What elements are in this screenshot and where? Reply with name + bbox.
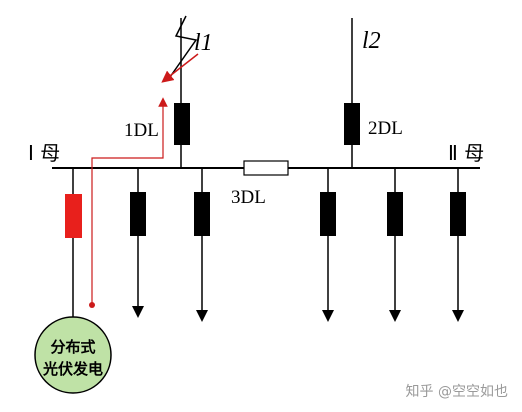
pv-generator	[34, 316, 112, 394]
fault-zigzag	[169, 15, 198, 78]
label-breaker-3dl: 3DL	[231, 187, 266, 208]
watermark: 知乎 @空空如也	[406, 383, 508, 400]
feeder-4	[387, 168, 403, 322]
bus-tie-breaker-3dl	[243, 160, 289, 176]
label-pv-line-2: 光伏发电	[42, 360, 103, 378]
breaker-1dl	[174, 103, 190, 145]
feeder-5	[450, 168, 466, 322]
label-breaker-2dl: 2DL	[368, 118, 403, 139]
label-pv-line-1: 分布式	[50, 338, 95, 356]
feeder-2	[194, 168, 210, 322]
label-line-1: l1	[194, 30, 213, 56]
label-bus-1: Ⅰ 母	[28, 141, 60, 165]
label-breaker-1dl: 1DL	[124, 120, 159, 141]
breaker-2dl	[344, 103, 360, 145]
fault-current-path	[91, 97, 168, 304]
breaker-pv	[65, 194, 82, 238]
fault-path-origin	[89, 302, 95, 308]
label-line-2: l2	[362, 28, 381, 54]
label-bus-2: Ⅱ 母	[448, 141, 484, 165]
feeder-3	[320, 168, 336, 322]
feeder-1	[130, 168, 146, 318]
fault-arrow	[161, 53, 199, 83]
